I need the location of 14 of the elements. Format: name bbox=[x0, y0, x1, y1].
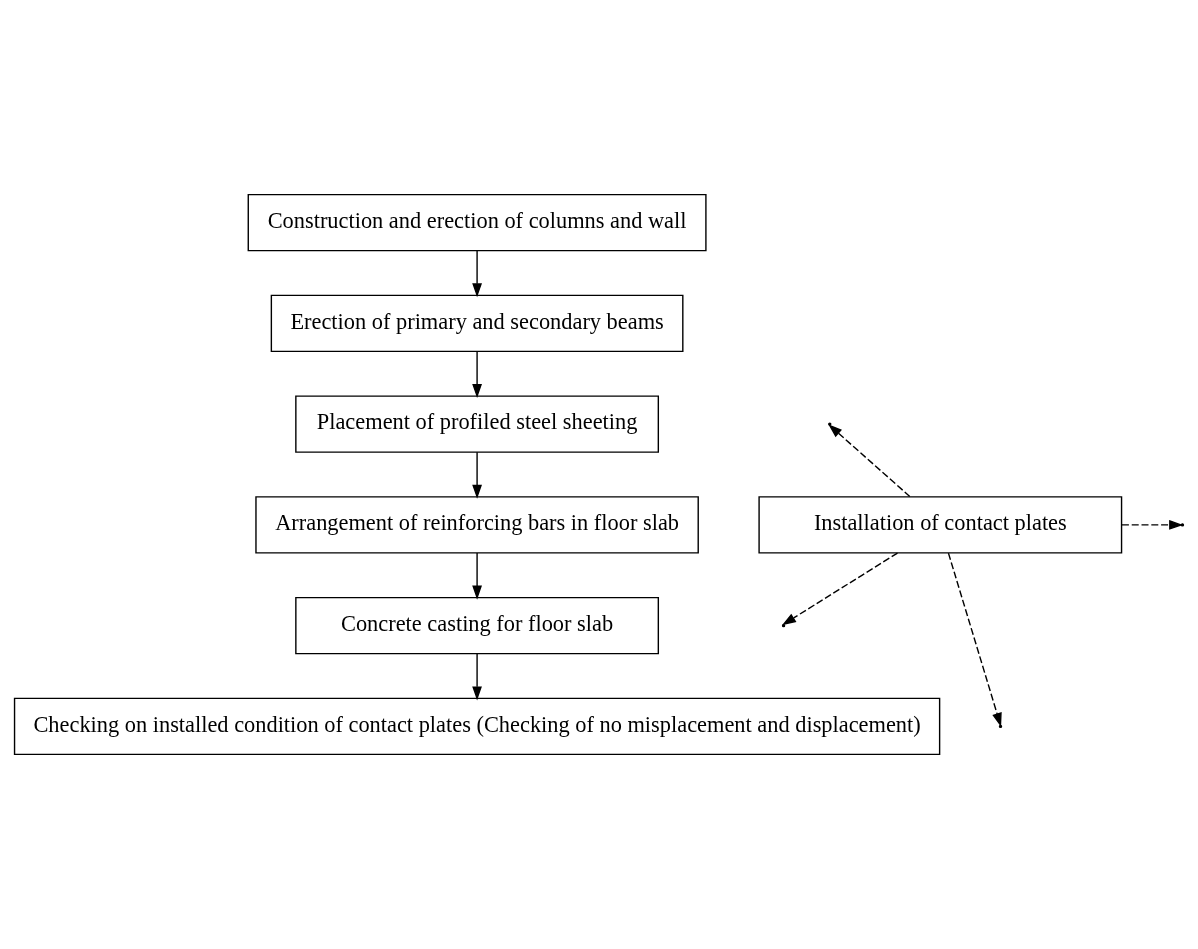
arrow bbox=[472, 350, 482, 399]
node-box: Erection of primary and secondary beams bbox=[270, 294, 684, 353]
node-box: Installation of contact plates bbox=[758, 496, 1123, 554]
arrow bbox=[472, 653, 482, 701]
node-box: Arrangement of reinforcing bars in floor slab bbox=[255, 496, 699, 554]
node-box: Concrete casting for floor slab bbox=[295, 596, 660, 655]
arrow bbox=[472, 451, 482, 499]
node-box: Placement of profiled steel sheeting bbox=[295, 395, 660, 453]
node-box: Construction and erection of columns and wall bbox=[247, 193, 707, 252]
arrow bbox=[1121, 519, 1184, 530]
arrow bbox=[472, 250, 482, 298]
arrow bbox=[947, 552, 1002, 727]
arrow bbox=[472, 552, 482, 600]
node-box: Checking on installed condition of contact plates (Checking of no misplacement and displacement) bbox=[13, 697, 941, 756]
